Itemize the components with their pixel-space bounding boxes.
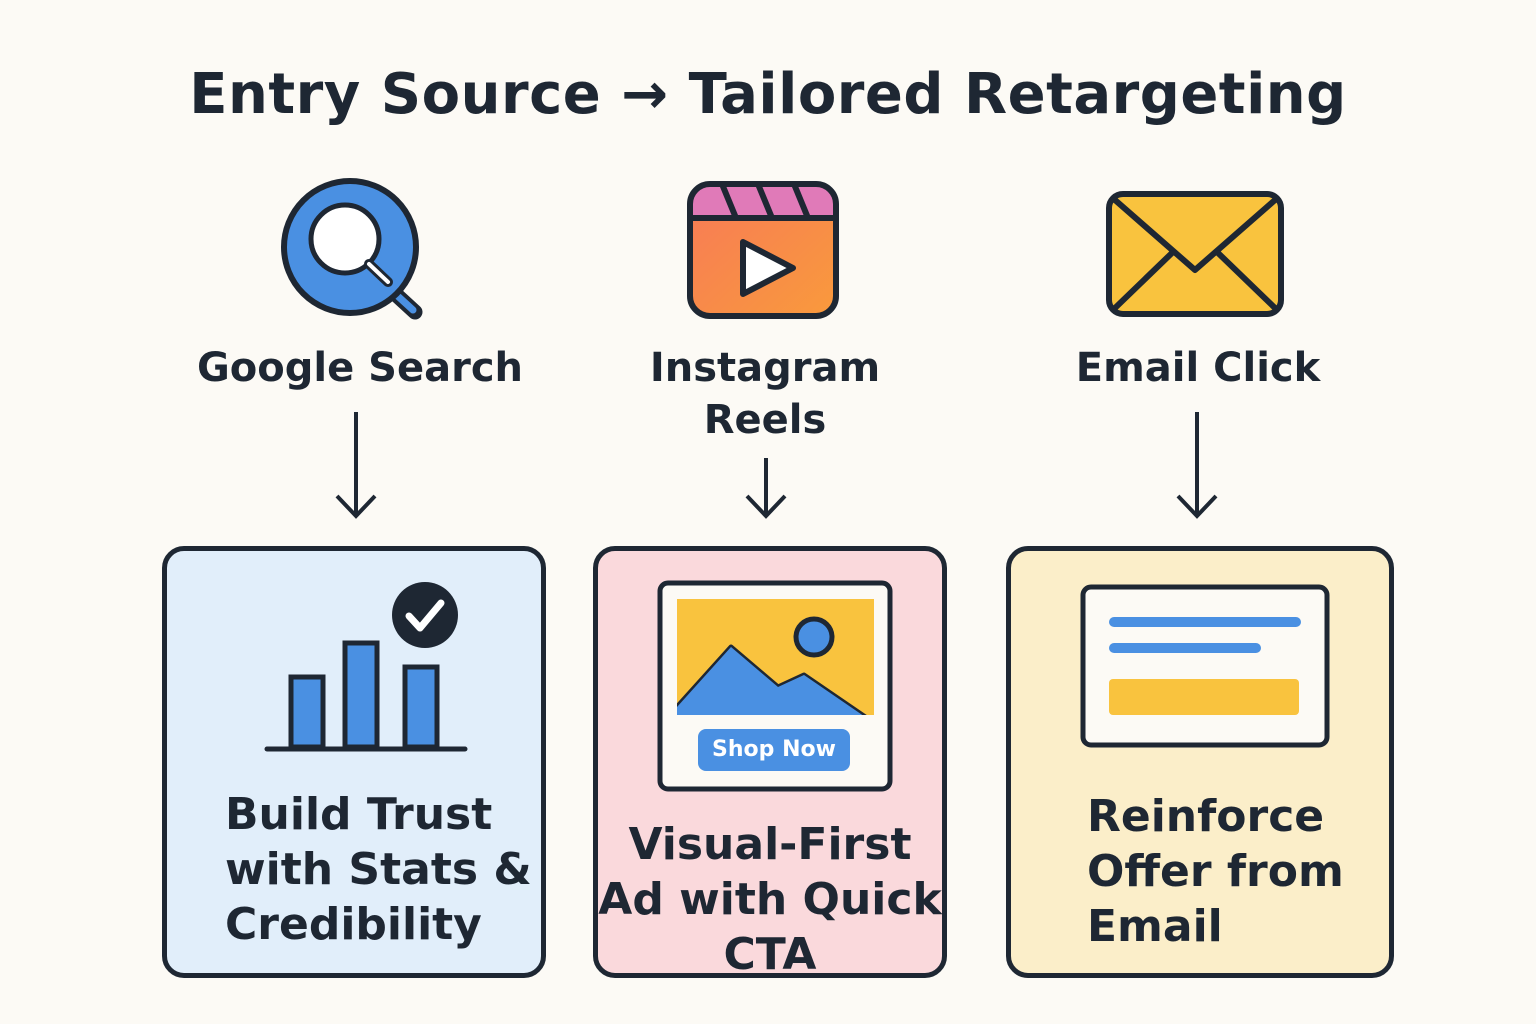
- down-arrow-icon: [1175, 410, 1219, 526]
- search-icon: [278, 178, 428, 327]
- down-arrow-icon: [334, 410, 378, 526]
- card-text: Visual-First Ad with Quick CTA: [598, 819, 942, 978]
- retargeting-card-email: Reinforce Offer from Email: [1006, 546, 1394, 978]
- source-label-email-click: Email Click: [1075, 345, 1321, 391]
- source-label-google-search: Google Search: [196, 345, 524, 391]
- retargeting-card-visual: Shop Now Visual-First Ad with Quick CTA: [593, 546, 947, 978]
- source-label-text: Instagram Reels: [649, 345, 881, 443]
- video-clapper-icon: [686, 180, 840, 324]
- card-text: Build Trust with Stats & Credibility: [225, 789, 532, 950]
- page-title: Entry Source → Tailored Retargeting: [189, 62, 1347, 127]
- card-text: Reinforce Offer from Email: [1087, 791, 1344, 952]
- bar-chart-with-check-icon: [263, 579, 469, 757]
- source-label-instagram-reels: Instagram Reels: [585, 342, 945, 446]
- shop-now-button[interactable]: Shop Now: [698, 729, 850, 771]
- retargeting-card-trust: Build Trust with Stats & Credibility: [162, 546, 546, 978]
- email-preview-icon: [1079, 583, 1331, 753]
- envelope-icon: [1105, 190, 1285, 322]
- down-arrow-icon: [744, 456, 788, 526]
